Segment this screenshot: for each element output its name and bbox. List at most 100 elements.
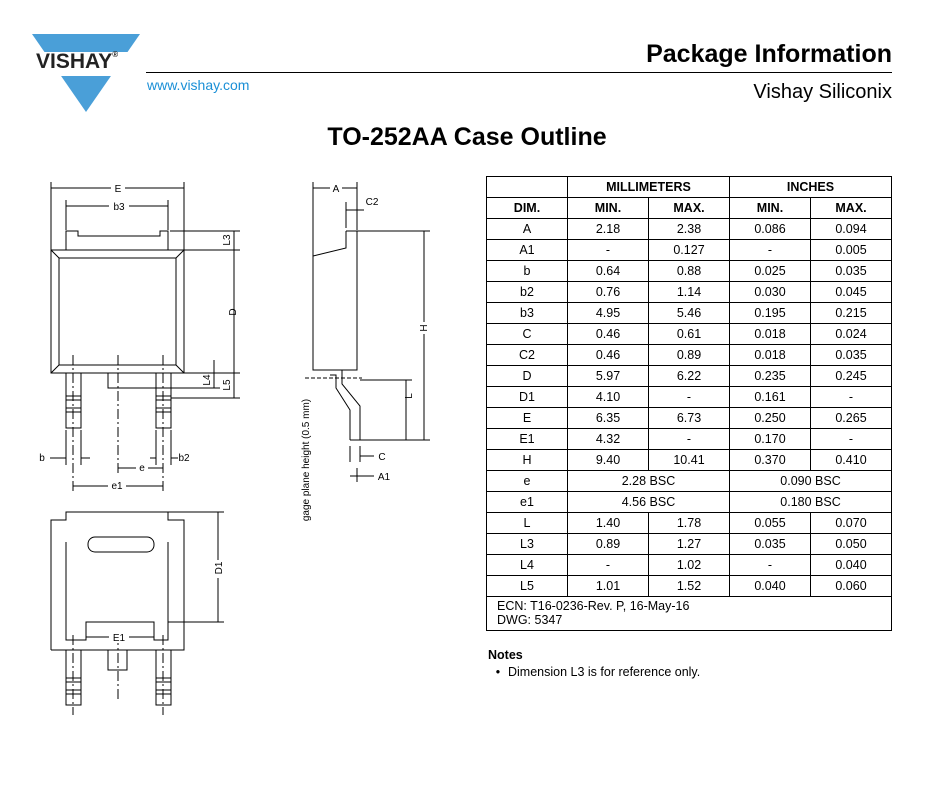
value-cell: 0.055 [729, 512, 811, 534]
bullet-icon: • [495, 665, 501, 679]
value-cell: 1.40 [567, 512, 649, 534]
dim-cell: A [486, 218, 568, 240]
value-cell: 0.035 [729, 533, 811, 555]
value-cell: 5.46 [648, 302, 730, 324]
bsc-cell: 2.28 BSC [567, 470, 730, 492]
value-cell: - [567, 239, 649, 261]
value-cell: 2.38 [648, 218, 730, 240]
bsc-cell: 0.180 BSC [729, 491, 892, 513]
website-link[interactable]: www.vishay.com [147, 77, 250, 93]
brand-wordmark: VISHAY® [36, 50, 119, 73]
table-group-header: MILLIMETERS INCHES [486, 176, 892, 198]
value-cell: - [648, 386, 730, 408]
value-cell: 0.127 [648, 239, 730, 261]
value-cell: 0.018 [729, 344, 811, 366]
value-cell: - [810, 428, 892, 450]
value-cell: 0.161 [729, 386, 811, 408]
value-cell: 0.035 [810, 344, 892, 366]
dim-cell: D [486, 365, 568, 387]
bsc-cell: 4.56 BSC [567, 491, 730, 513]
label-b2: b2 [178, 453, 190, 464]
value-cell: 0.46 [567, 323, 649, 345]
value-cell: 4.95 [567, 302, 649, 324]
vishay-logo [30, 34, 142, 112]
value-cell: 5.97 [567, 365, 649, 387]
value-cell: 4.10 [567, 386, 649, 408]
value-cell: 6.35 [567, 407, 649, 429]
value-cell: 0.410 [810, 449, 892, 471]
notes-title: Notes [488, 648, 523, 662]
value-cell: 0.060 [810, 575, 892, 597]
label-e: e [139, 463, 145, 474]
company-name: Vishay Siliconix [753, 81, 892, 103]
dim-cell: E [486, 407, 568, 429]
dim-cell: b2 [486, 281, 568, 303]
value-cell: 0.025 [729, 260, 811, 282]
value-cell: 0.086 [729, 218, 811, 240]
label-L: L [404, 393, 415, 399]
value-cell: 6.73 [648, 407, 730, 429]
value-cell: 1.52 [648, 575, 730, 597]
label-E1: E1 [113, 633, 126, 644]
value-cell: 0.370 [729, 449, 811, 471]
in-max-header: MAX. [810, 197, 892, 219]
value-cell: 0.76 [567, 281, 649, 303]
value-cell: 1.02 [648, 554, 730, 576]
value-cell: 0.245 [810, 365, 892, 387]
notes-section: Notes • Dimension L3 is for reference onl… [488, 648, 700, 679]
dim-cell: C2 [486, 344, 568, 366]
value-cell: 9.40 [567, 449, 649, 471]
note-text: Dimension L3 is for reference only. [508, 665, 701, 679]
blank-header [486, 176, 568, 198]
value-cell: 0.040 [729, 575, 811, 597]
value-cell: 6.22 [648, 365, 730, 387]
dim-cell: L [486, 512, 568, 534]
value-cell: 1.01 [567, 575, 649, 597]
value-cell: 0.195 [729, 302, 811, 324]
dim-cell: b [486, 260, 568, 282]
value-cell: 0.235 [729, 365, 811, 387]
value-cell: 2.18 [567, 218, 649, 240]
value-cell: - [810, 386, 892, 408]
bsc-cell: 0.090 BSC [729, 470, 892, 492]
value-cell: 0.094 [810, 218, 892, 240]
label-L3: L3 [222, 234, 233, 246]
value-cell: 0.024 [810, 323, 892, 345]
dim-cell: L3 [486, 533, 568, 555]
dimensions-table: MILLIMETERS INCHES DIM. MIN. MAX. MIN. M… [486, 176, 892, 631]
label-b3: b3 [113, 202, 125, 213]
label-C: C [378, 452, 385, 463]
dim-cell: L5 [486, 575, 568, 597]
table-footer-row: ECN: T16-0236-Rev. P, 16-May-16 DWG: 534… [486, 596, 892, 631]
dim-cell: D1 [486, 386, 568, 408]
label-D1: D1 [214, 561, 225, 574]
table-footer: ECN: T16-0236-Rev. P, 16-May-16 DWG: 534… [486, 596, 892, 631]
value-cell: - [729, 554, 811, 576]
value-cell: 10.41 [648, 449, 730, 471]
dim-cell: E1 [486, 428, 568, 450]
label-D: D [228, 308, 239, 315]
value-cell: 0.045 [810, 281, 892, 303]
value-cell: - [648, 428, 730, 450]
label-gage-plane: gage plane height (0.5 mm) [301, 399, 312, 521]
case-outline-drawing: E b3 L3 D L4 L5 b b2 e e1 A C2 H L C A1 … [39, 182, 431, 715]
dim-cell: H [486, 449, 568, 471]
millimeters-header: MILLIMETERS [567, 176, 730, 198]
value-cell: 0.265 [810, 407, 892, 429]
value-cell: 0.170 [729, 428, 811, 450]
value-cell: 0.018 [729, 323, 811, 345]
value-cell: 0.89 [567, 533, 649, 555]
in-min-header: MIN. [729, 197, 811, 219]
